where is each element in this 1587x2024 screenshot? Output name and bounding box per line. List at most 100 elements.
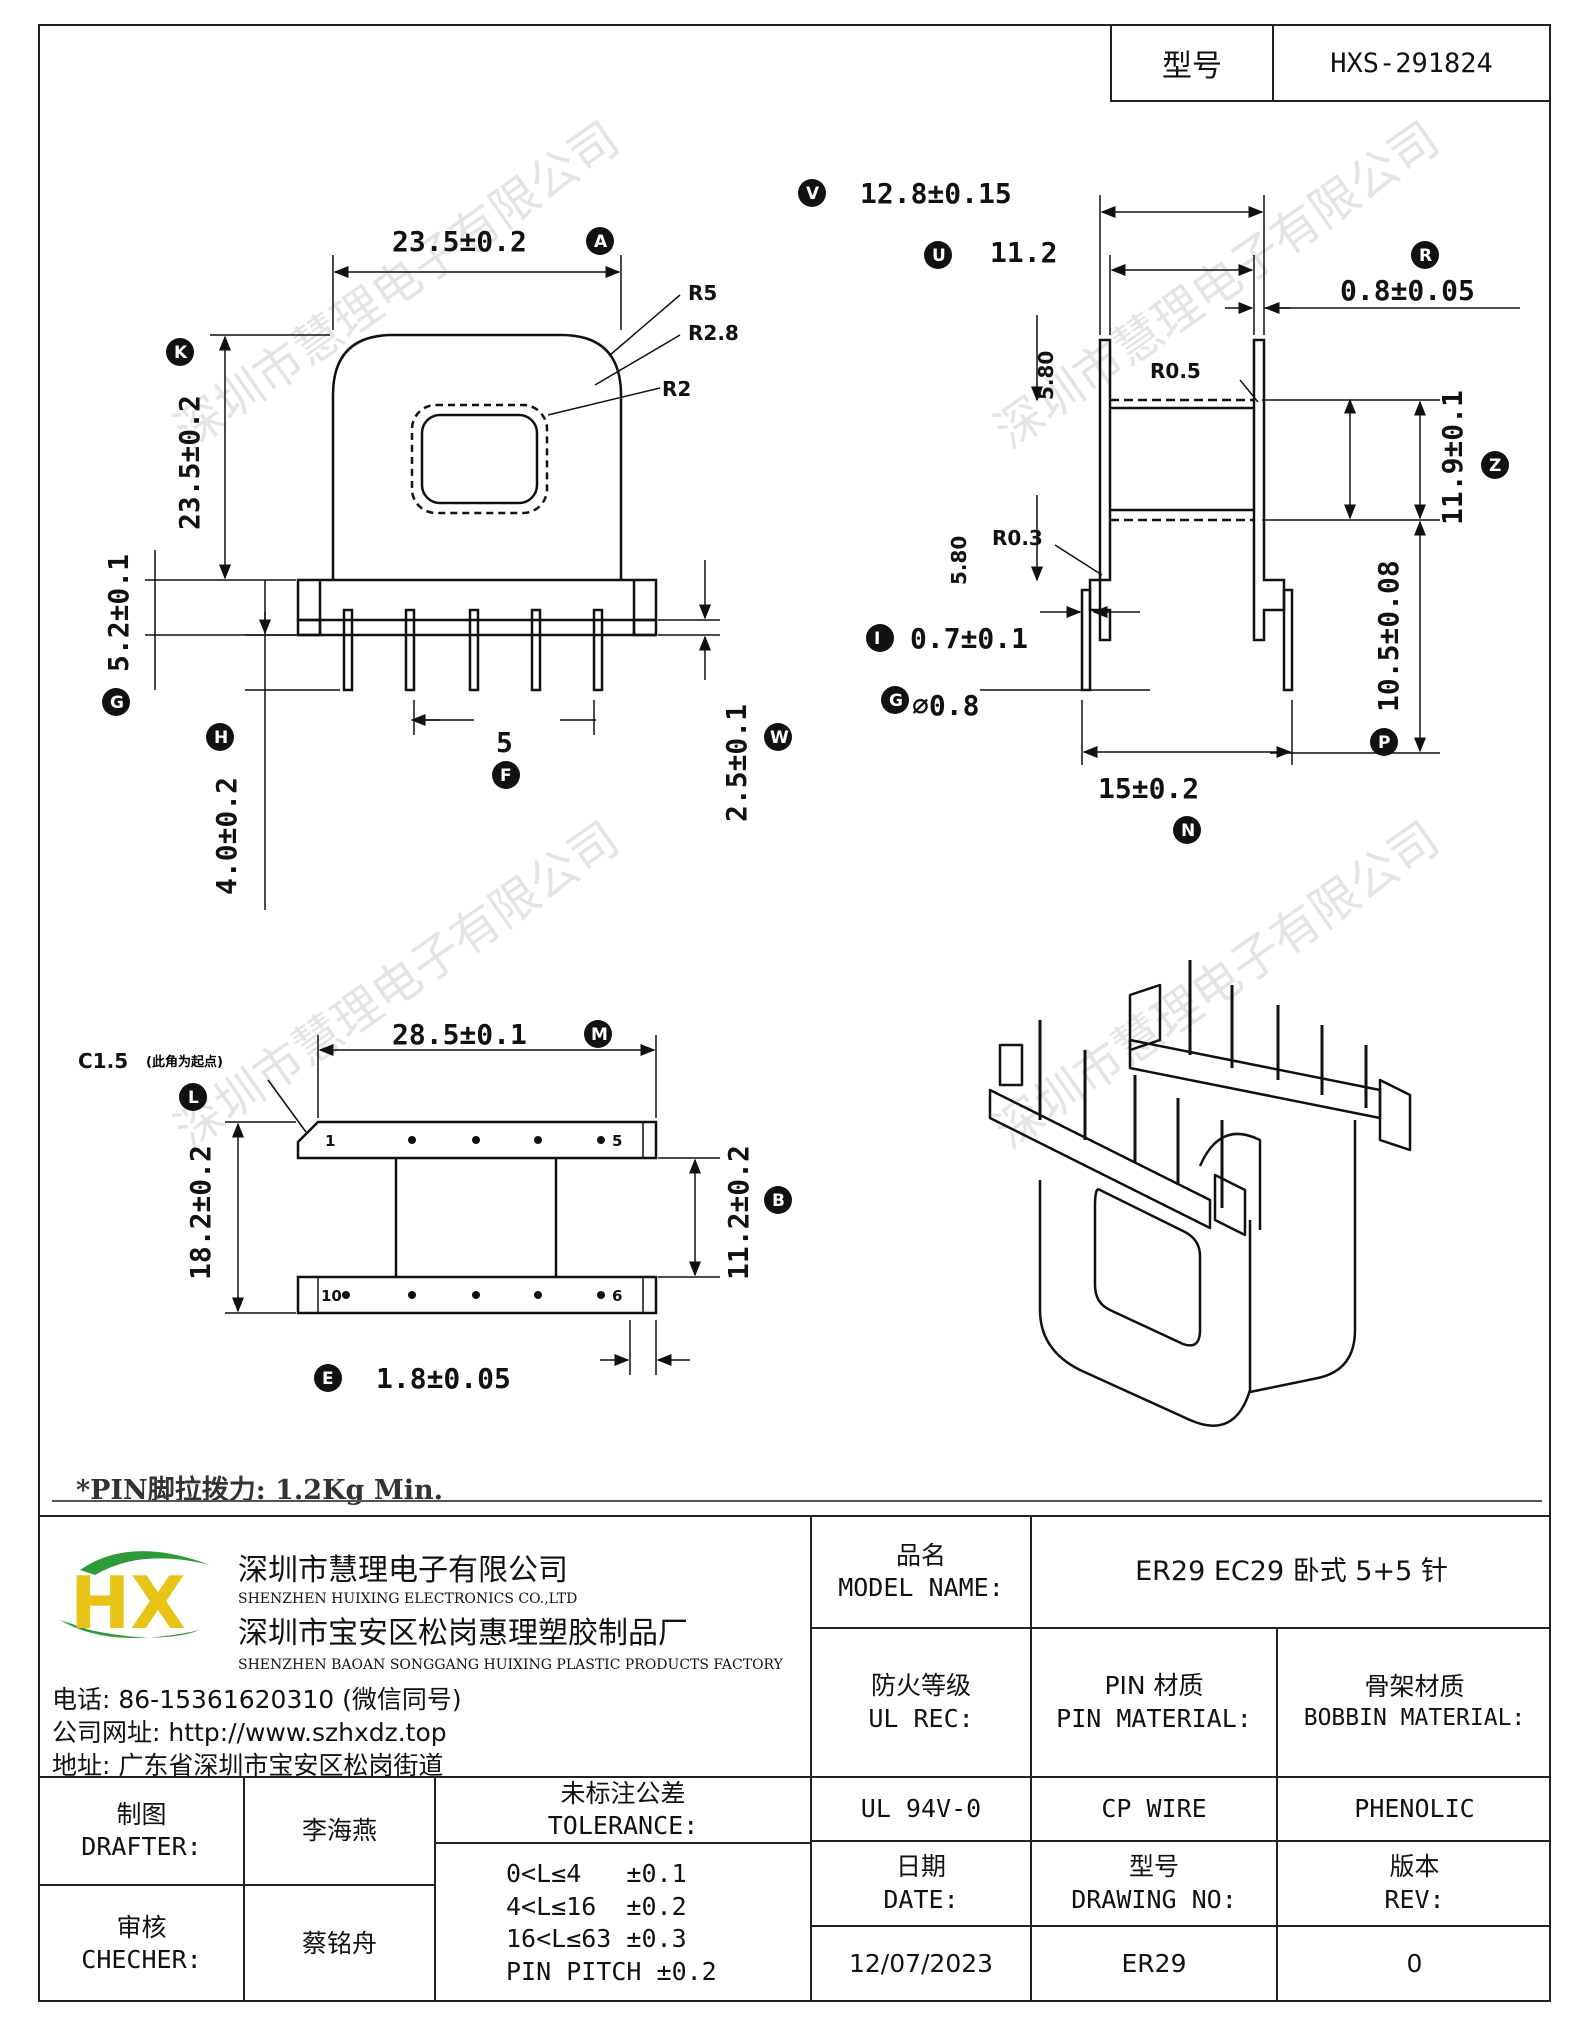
dim-i: 0.7±0.1 xyxy=(910,622,1028,655)
pin-label-5: 5 xyxy=(612,1132,622,1150)
tag-v: V xyxy=(806,184,820,204)
tolerance-label-cell: 未标注公差 TOLERANCE: xyxy=(436,1778,810,1842)
tolerance-row-1: 0<L≤4 ±0.1 xyxy=(506,1859,687,1888)
dim-580a: 5.80 xyxy=(1034,351,1058,400)
tag-a: A xyxy=(594,232,608,252)
pin-label-6: 6 xyxy=(612,1287,622,1305)
dim-u: 11.2 xyxy=(990,236,1057,269)
dim-c15-note: (此角为起点) xyxy=(146,1054,223,1070)
tag-z: Z xyxy=(1489,456,1501,476)
dim-580b: 5.80 xyxy=(947,536,971,585)
drawing-no-en: DRAWING NO: xyxy=(1071,1884,1237,1914)
dim-r03: R0.3 xyxy=(992,526,1043,550)
iso-window xyxy=(1093,1188,1202,1347)
side-view-labels: V 12.8±0.15 U 11.2 R 0.8±0.05 5.80 R0.5 … xyxy=(798,177,1509,844)
dim-v: 12.8±0.15 xyxy=(860,177,1012,210)
date-cn: 日期 xyxy=(895,1852,946,1881)
model-value: HXS-291824 xyxy=(1330,47,1493,79)
logo-swoosh-top xyxy=(80,1551,210,1575)
tag-p: P xyxy=(1378,733,1390,753)
dim-k: 23.5±0.2 xyxy=(173,395,206,530)
side-view-right-flange xyxy=(1252,338,1286,642)
tag-n: N xyxy=(1181,821,1195,841)
tag-u: U xyxy=(932,246,946,266)
bobbin-material-cn: 骨架材质 xyxy=(1364,1672,1465,1702)
pin-label-1: 1 xyxy=(325,1132,335,1150)
front-view-pins xyxy=(342,608,604,692)
dim-p: 10.5±0.08 xyxy=(1372,560,1405,712)
model-name-label-cell: 品名 MODEL NAME: xyxy=(812,1517,1030,1627)
dim-c15: C1.5 xyxy=(78,1049,128,1073)
dim-z: 11.9±0.1 xyxy=(1436,390,1469,525)
iso-front-rail xyxy=(988,1088,1212,1230)
dim-m: 28.5±0.1 xyxy=(392,1018,527,1051)
ul-en: UL REC: xyxy=(868,1703,974,1733)
bottom-view-bottom-rail xyxy=(296,1275,658,1315)
side-view-right-pin xyxy=(1282,588,1294,692)
tag-g2: G xyxy=(889,691,903,711)
pin-material-cn: PIN 材质 xyxy=(1104,1671,1204,1700)
dim-f: 5 xyxy=(496,726,513,759)
front-view-labels: 23.5±0.2 A R5 R2.8 R2 K 23.5±0.2 5.2±0.1… xyxy=(102,225,792,895)
tolerance-row-3: 16<L≤63 ±0.3 xyxy=(506,1924,687,1953)
bobbin-material-label-cell: 骨架材质 BOBBIN MATERIAL: xyxy=(1278,1629,1551,1776)
tag-f: F xyxy=(500,766,512,786)
pin-material-en: PIN MATERIAL: xyxy=(1056,1703,1252,1733)
dim-g2: ∅0.8 xyxy=(912,689,979,722)
iso-core-top xyxy=(1198,1132,1262,1230)
dim-r05: R0.5 xyxy=(1150,359,1201,383)
isometric-view xyxy=(988,960,1412,1427)
rev-label-cell: 版本 REV: xyxy=(1278,1842,1551,1925)
dim-g: 5.2±0.1 xyxy=(102,554,135,672)
checker-cn: 审核 xyxy=(116,1912,167,1942)
side-view xyxy=(980,195,1520,765)
dim-w: 2.5±0.1 xyxy=(720,704,753,822)
ul-cn: 防火等级 xyxy=(870,1671,971,1700)
tag-b: B xyxy=(772,1191,785,1211)
date-label-cell: 日期 DATE: xyxy=(812,1842,1030,1925)
model-name-value: ER29 EC29 卧式 5+5 针 xyxy=(1135,1556,1448,1588)
tag-h: H xyxy=(214,728,228,748)
company-cn-name: 深圳市慧理电子有限公司 xyxy=(238,1553,568,1588)
title-block-top-border xyxy=(38,1515,1551,1517)
bottom-view-pin-holes xyxy=(342,1136,605,1299)
factory-cn-name: 深圳市宝安区松岗惠理塑胶制品厂 xyxy=(238,1616,688,1651)
watermark-1: 深圳市慧理电子有限公司 xyxy=(165,111,630,460)
dim-e: 1.8±0.05 xyxy=(376,1362,511,1395)
front-view-body xyxy=(331,333,623,580)
side-view-left-pin xyxy=(1080,588,1092,692)
drawing-no-cn: 型号 xyxy=(1128,1852,1179,1881)
front-view xyxy=(145,255,720,910)
date-en: DATE: xyxy=(883,1884,959,1914)
tag-k: K xyxy=(174,343,188,363)
iso-right-flange xyxy=(1249,1120,1357,1394)
logo-swoosh-bottom xyxy=(60,1620,200,1638)
checker-label-cell: 审核 CHECHER: xyxy=(40,1886,243,2002)
tolerance-cn: 未标注公差 xyxy=(560,1778,686,1808)
pin-material-label-cell: PIN 材质 PIN MATERIAL: xyxy=(1032,1629,1276,1776)
dim-r2: R2 xyxy=(662,377,691,401)
bottom-view-labels: 28.5±0.1 M C1.5 (此角为起点) L 1 5 10 6 18.2±… xyxy=(78,1018,792,1395)
bobbin-material-value: PHENOLIC xyxy=(1354,1793,1475,1823)
tag-r: R xyxy=(1419,246,1432,266)
dim-r5: R5 xyxy=(688,281,717,305)
tolerance-en: TOLERANCE: xyxy=(547,1811,699,1840)
dim-h: 4.0±0.2 xyxy=(210,777,243,895)
model-name-cn: 品名 xyxy=(895,1540,946,1570)
front-view-window-outer xyxy=(410,403,549,515)
model-label: 型号 xyxy=(1112,26,1274,100)
checker-en: CHECHER: xyxy=(81,1945,202,1974)
bottom-view xyxy=(225,1035,720,1375)
ul-value: UL 94V-0 xyxy=(860,1793,982,1823)
bottom-view-top-rail xyxy=(296,1120,658,1160)
checker-value: 蔡铭舟 xyxy=(301,1928,377,1958)
company-website[interactable]: 公司网址: http://www.szhxdz.top xyxy=(52,1718,447,1747)
logo-letters: HX xyxy=(70,1561,186,1645)
bobbin-material-en: BOBBIN MATERIAL: xyxy=(1303,1704,1526,1731)
dim-a: 23.5±0.2 xyxy=(392,225,527,258)
company-address: 地址: 广东省深圳市宝安区松岗街道 xyxy=(52,1751,444,1780)
model-number-box: 型号 HXS-291824 xyxy=(1110,24,1551,102)
dim-r28: R2.8 xyxy=(688,321,739,345)
factory-en-name: SHENZHEN BAOAN SONGGANG HUIXING PLASTIC … xyxy=(238,1657,783,1673)
rev-en: REV: xyxy=(1384,1884,1445,1914)
